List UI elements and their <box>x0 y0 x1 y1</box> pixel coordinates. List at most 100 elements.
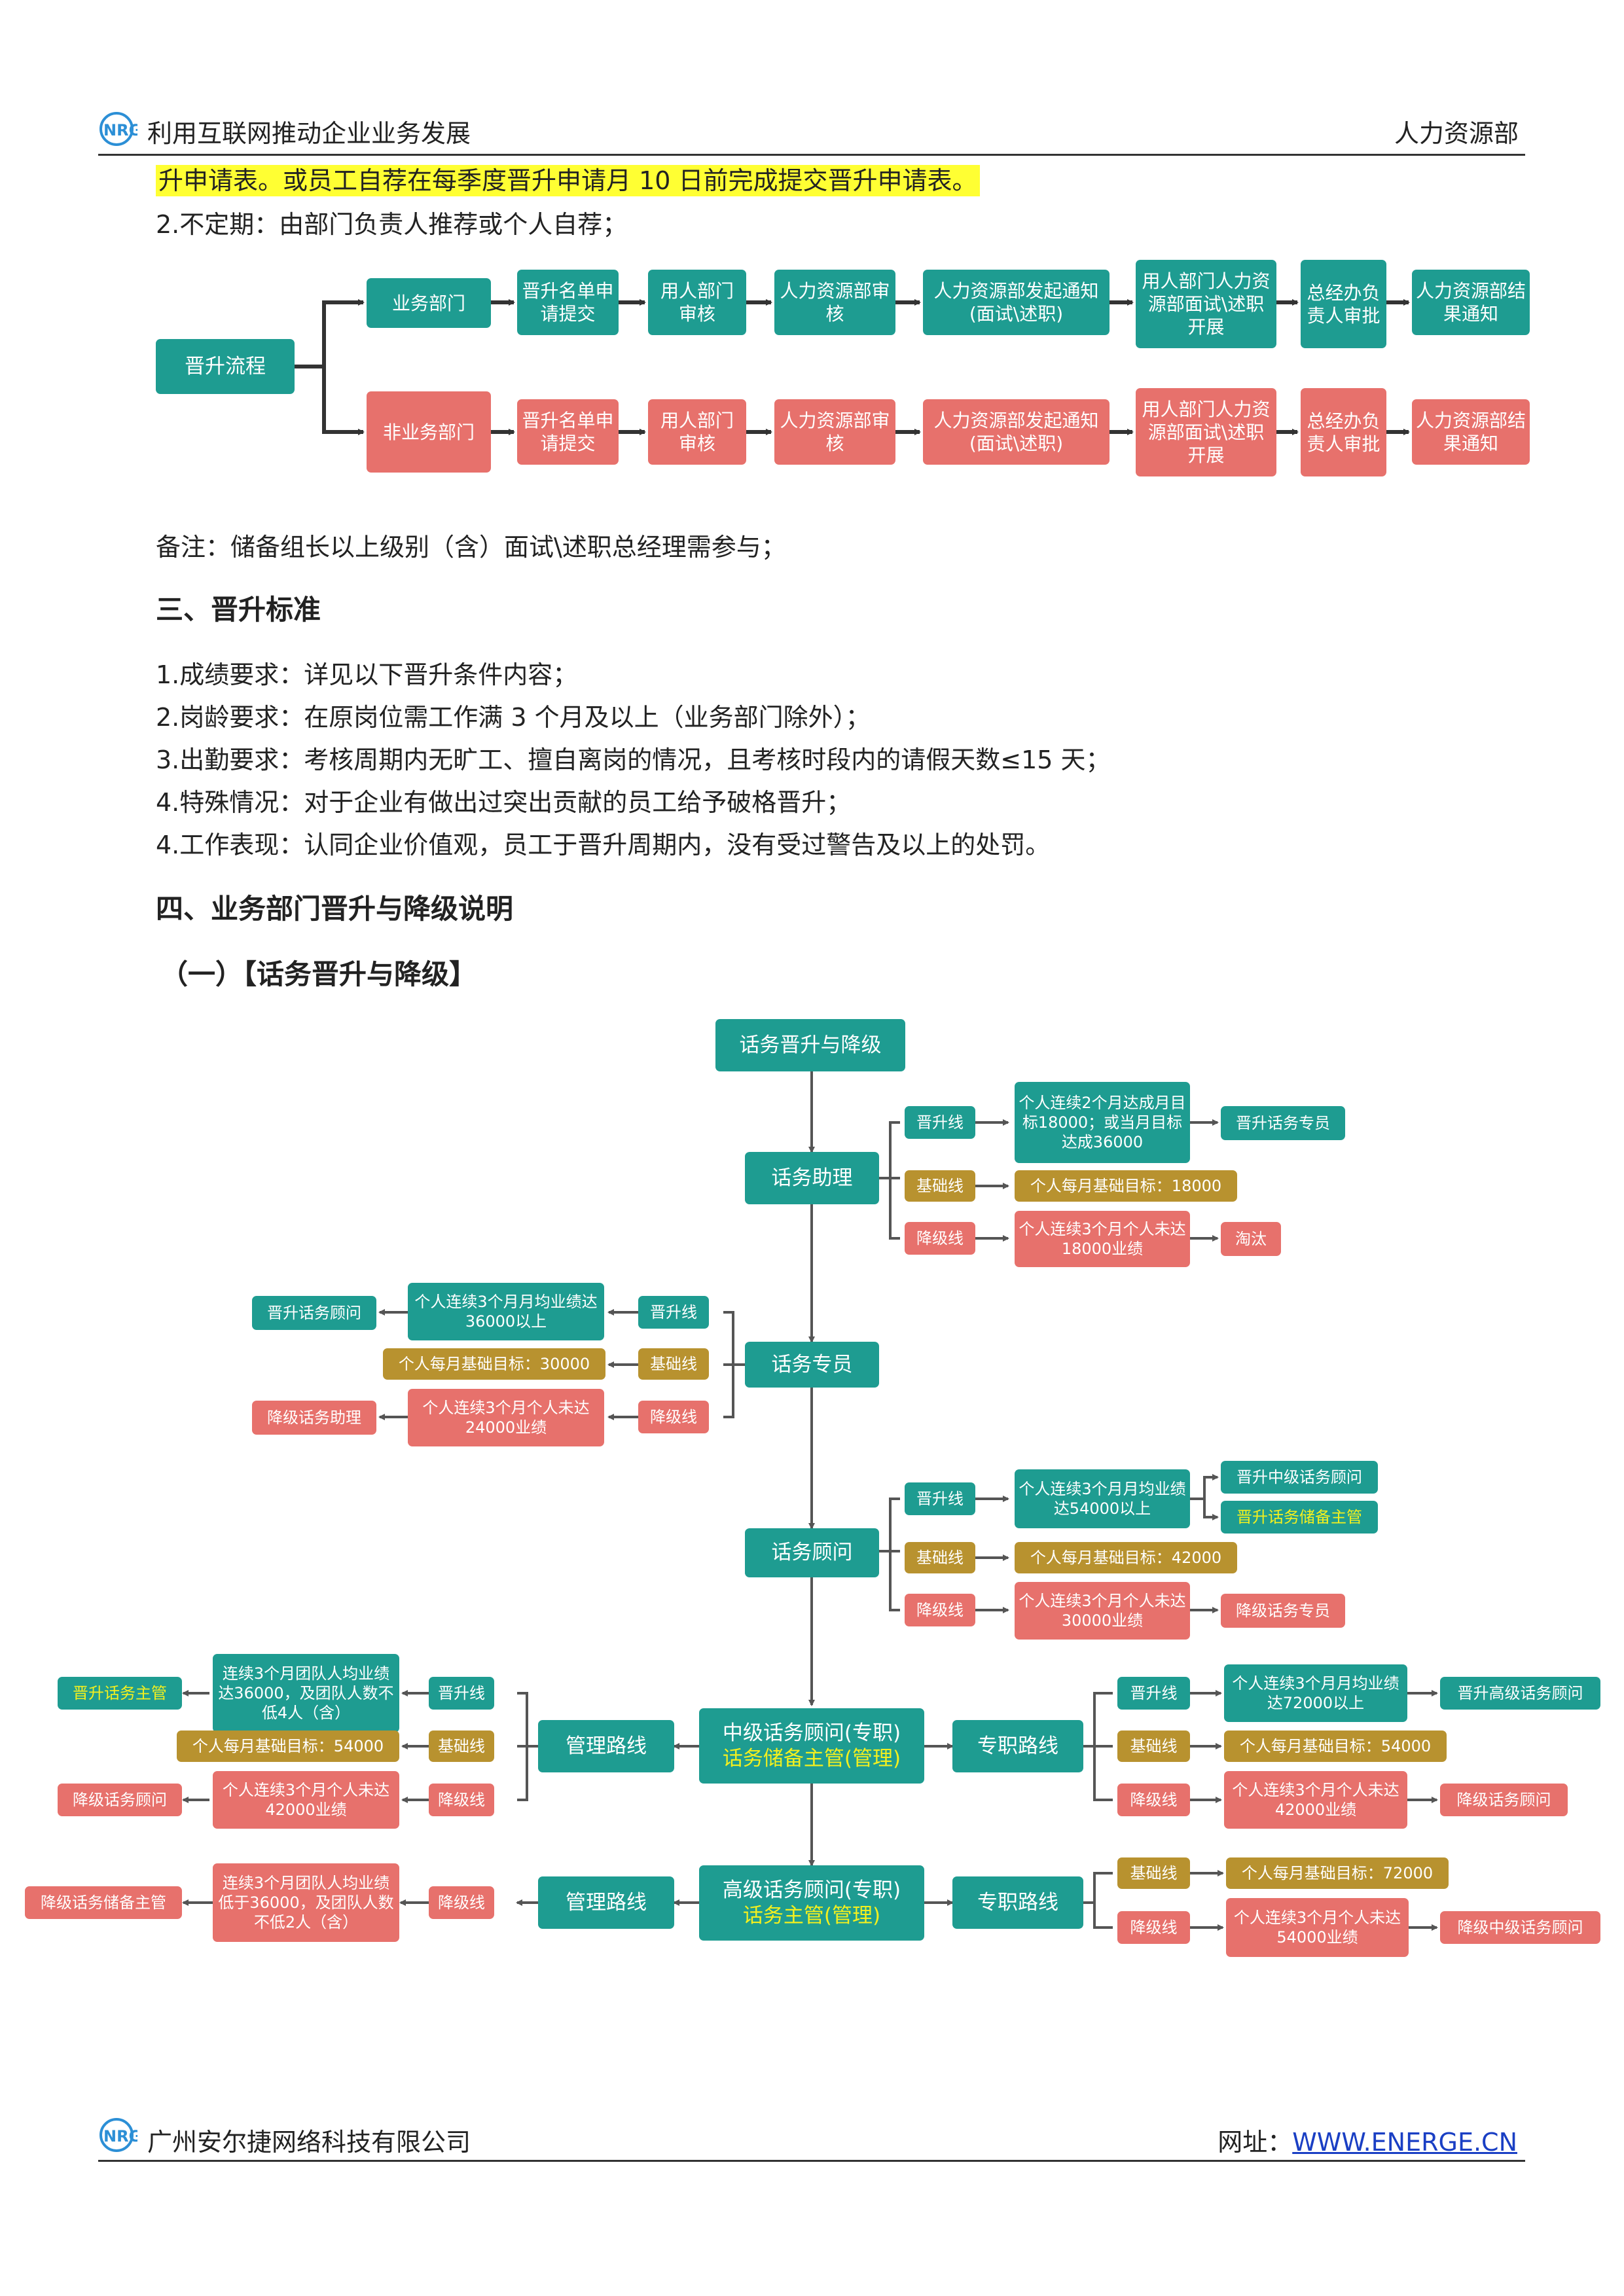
mid-prof-demote-cond: 个人连续3个月个人未达42000业绩 <box>1224 1771 1407 1829</box>
footer-company: 广州安尔捷网络科技有限公司 <box>147 2128 471 2157</box>
mid-mgmt-base: 个人每月基础目标：54000 <box>177 1731 399 1762</box>
flow1-top-step: 业务部门 <box>367 278 491 328</box>
senior-mgmt-demote-to: 降级话务储备主管 <box>25 1886 182 1919</box>
consultant-node: 话务顾问 <box>745 1528 879 1577</box>
demote-label: 降级线 <box>638 1401 709 1433</box>
mid-mgmt-route: 管理路线 <box>538 1720 674 1772</box>
demote-label: 降级线 <box>905 1222 975 1255</box>
flow2-top: 话务晋升与降级 <box>715 1019 905 1071</box>
senior-name-b: 话务主管(管理) <box>742 1903 881 1928</box>
promote-label: 晋升线 <box>638 1296 709 1329</box>
assistant-promote-to: 晋升话务专员 <box>1221 1106 1345 1140</box>
mid-mgmt-promote-cond: 连续3个月团队人均业绩达36000，及团队人数不低4人（含） <box>213 1654 399 1732</box>
senior-name-a: 高级话务顾问(专职) <box>722 1878 901 1902</box>
demote-label: 降级线 <box>905 1594 975 1626</box>
highlight-line: 升申请表。或员工自荐在每季度晋升申请月 10 日前完成提交晋升申请表。 <box>156 160 980 196</box>
promote-label: 晋升线 <box>905 1106 975 1139</box>
specialist-demote-to: 降级话务助理 <box>252 1401 376 1435</box>
demote-label: 降级线 <box>429 1784 494 1816</box>
specialist-promote-cond: 个人连续3个月月均业绩达36000以上 <box>408 1283 604 1340</box>
consultant-promote-cond: 个人连续3个月月均业绩达54000以上 <box>1015 1469 1190 1528</box>
assistant-node: 话务助理 <box>745 1152 879 1204</box>
specialist-demote-cond: 个人连续3个月个人未达24000业绩 <box>408 1389 604 1446</box>
nrg-logo-icon: NRG <box>99 2118 137 2152</box>
mid-mgmt-promote-to: 晋升话务主管 <box>58 1677 182 1710</box>
section3-title: 三、晋升标准 <box>156 594 321 626</box>
consultant-promote-to-b: 晋升话务储备主管 <box>1221 1501 1378 1534</box>
mid-mgmt-demote-cond: 个人连续3个月个人未达42000业绩 <box>213 1771 399 1829</box>
mid-prof-promote-cond: 个人连续3个月月均业绩达72000以上 <box>1224 1664 1407 1722</box>
page-footer: NRG 广州安尔捷网络科技有限公司 网址：WWW.ENERGE.CN <box>98 2114 1525 2162</box>
senior-prof-route: 专职路线 <box>952 1876 1083 1929</box>
flow1-top-step: 晋升名单申请提交 <box>517 270 619 335</box>
consultant-demote-cond: 个人连续3个月个人未达30000业绩 <box>1015 1582 1190 1640</box>
consultant-promote-to-a: 晋升中级话务顾问 <box>1221 1461 1378 1494</box>
flow1-top-step: 用人部门人力资源部面试\述职开展 <box>1136 260 1276 348</box>
senior-node: 高级话务顾问(专职)话务主管(管理) <box>699 1865 924 1941</box>
criteria-item: 2.岗龄要求：在原岗位需工作满 3 个月及以上（业务部门除外）； <box>156 703 871 732</box>
header-title: 利用互联网推动企业业务发展 <box>147 119 471 148</box>
assistant-demote-cond: 个人连续3个月个人未达18000业绩 <box>1015 1211 1190 1267</box>
flow1-bottom-step: 晋升名单申请提交 <box>517 399 619 465</box>
nrg-logo-icon: NRG <box>99 112 137 146</box>
promote-label: 晋升线 <box>905 1482 975 1515</box>
flow1-bottom-step: 人力资源部审核 <box>774 399 895 465</box>
base-label: 基础线 <box>638 1348 709 1380</box>
footer-site: 网址：WWW.ENERGE.CN <box>1218 2122 1517 2158</box>
section4-sub: （一）【话务晋升与降级】 <box>160 958 477 990</box>
demote-label: 降级线 <box>1117 1784 1190 1816</box>
flow1-top-step: 人力资源部发起通知(面试\述职) <box>923 270 1110 335</box>
senior-mgmt-route: 管理路线 <box>538 1876 674 1929</box>
flow1-root: 晋升流程 <box>156 339 295 394</box>
flow1-bottom-step: 人力资源部结果通知 <box>1412 399 1530 465</box>
mid-prof-demote-to: 降级话务顾问 <box>1440 1784 1568 1816</box>
promote-label: 晋升线 <box>429 1677 494 1710</box>
flow1-top-step: 人力资源部审核 <box>774 270 895 335</box>
specialist-promote-to: 晋升话务顾问 <box>252 1296 376 1330</box>
footer-url-link[interactable]: WWW.ENERGE.CN <box>1292 2128 1517 2157</box>
flow1-bottom-step: 用人部门审核 <box>648 399 746 465</box>
consultant-demote-to: 降级话务专员 <box>1221 1594 1345 1628</box>
senior-prof-demote-to: 降级中级话务顾问 <box>1440 1911 1600 1944</box>
flow1-top-step: 总经办负责人审批 <box>1301 260 1386 348</box>
criteria-item: 1.成绩要求：详见以下晋升条件内容； <box>156 660 578 689</box>
specialist-base: 个人每月基础目标：30000 <box>383 1348 605 1380</box>
base-label: 基础线 <box>905 1542 975 1573</box>
page-header: NRG 利用互联网推动企业业务发展 人力资源部 <box>98 108 1525 156</box>
flow1-top-step: 人力资源部结果通知 <box>1412 270 1530 335</box>
assistant-promote-cond: 个人连续2个月达成月目标18000；或当月目标达成36000 <box>1015 1082 1190 1163</box>
base-label: 基础线 <box>1117 1731 1190 1762</box>
mid-prof-promote-to: 晋升高级话务顾问 <box>1440 1677 1600 1710</box>
senior-mgmt-demote-cond: 连续3个月团队人均业绩低于36000，及团队人数不低2人（含） <box>213 1863 399 1942</box>
demote-label: 降级线 <box>429 1886 494 1919</box>
note-line: 备注：储备组长以上级别（含）面试\述职总经理需参与； <box>156 533 786 562</box>
assistant-base: 个人每月基础目标：18000 <box>1015 1170 1237 1202</box>
irregular-line: 2.不定期：由部门负责人推荐或个人自荐； <box>156 210 628 239</box>
senior-prof-base: 个人每月基础目标：72000 <box>1226 1857 1449 1889</box>
mid-prof-route: 专职路线 <box>952 1720 1083 1772</box>
criteria-item: 4.工作表现：认同企业价值观，员工于晋升周期内，没有受过警告及以上的处罚。 <box>156 831 1051 859</box>
base-label: 基础线 <box>429 1731 494 1762</box>
section4-title: 四、业务部门晋升与降级说明 <box>156 893 514 925</box>
flow1-bottom-step: 用人部门人力资源部面试\述职开展 <box>1136 388 1276 476</box>
consultant-base: 个人每月基础目标：42000 <box>1015 1542 1237 1573</box>
base-label: 基础线 <box>1117 1857 1190 1889</box>
base-label: 基础线 <box>905 1170 975 1202</box>
specialist-node: 话务专员 <box>745 1342 879 1388</box>
svg-text:NRG: NRG <box>103 121 137 139</box>
mid-name-b: 话务储备主管(管理) <box>722 1746 901 1770</box>
mid-node: 中级话务顾问(专职)话务储备主管(管理) <box>699 1708 924 1784</box>
demote-label: 降级线 <box>1117 1911 1190 1944</box>
criteria-item: 4.特殊情况：对于企业有做出过突出贡献的员工给予破格晋升； <box>156 788 852 817</box>
mid-name-a: 中级话务顾问(专职) <box>722 1721 901 1745</box>
svg-text:NRG: NRG <box>103 2127 137 2145</box>
flow1-top-step: 用人部门审核 <box>648 270 746 335</box>
mid-mgmt-demote-to: 降级话务顾问 <box>58 1784 182 1816</box>
flow1-bottom-step: 人力资源部发起通知(面试\述职) <box>923 399 1110 465</box>
flow1-bottom-step: 总经办负责人审批 <box>1301 388 1386 476</box>
senior-prof-demote-cond: 个人连续3个月个人未达54000业绩 <box>1226 1898 1409 1957</box>
criteria-item: 3.出勤要求：考核周期内无旷工、擅自离岗的情况，且考核时段内的请假天数≤15 天… <box>156 745 1111 774</box>
flow1-bottom-step: 非业务部门 <box>367 391 491 473</box>
mid-prof-base: 个人每月基础目标：54000 <box>1224 1731 1447 1762</box>
assistant-demote-to: 淘汰 <box>1221 1222 1281 1256</box>
